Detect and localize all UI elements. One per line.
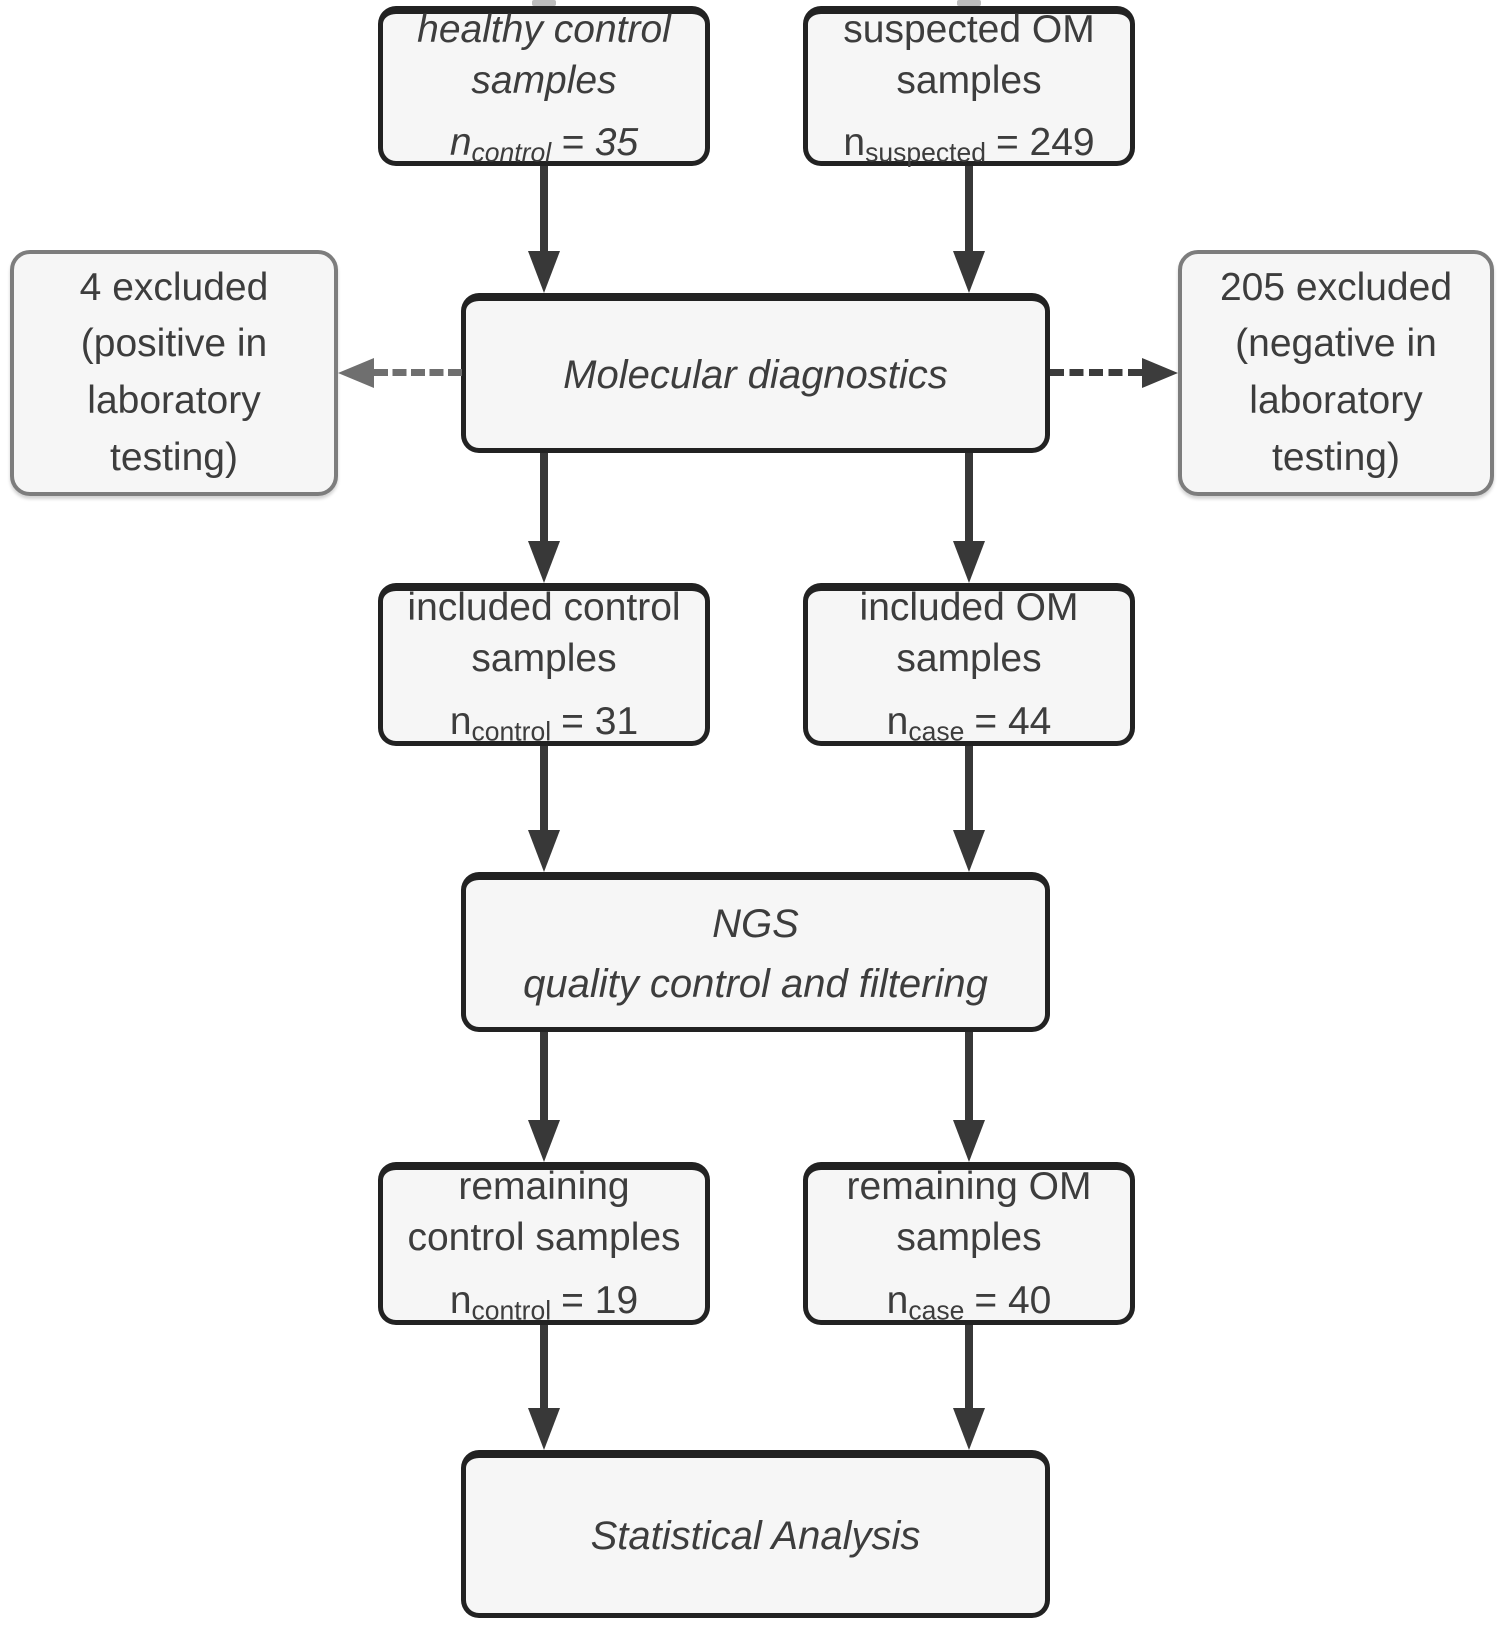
sample-count: ncontrol= 19: [449, 1278, 639, 1326]
node-text-line: NGS: [712, 901, 799, 946]
node-text-line: remaining: [458, 1165, 630, 1209]
node-statistical-analysis: Statistical Analysis: [461, 1450, 1050, 1618]
node-text-line: testing): [110, 435, 238, 479]
arrow-head-down: [528, 830, 560, 872]
arrow-line: [965, 453, 973, 547]
node-text-line: included OM: [859, 586, 1079, 630]
node-text-line: samples: [471, 637, 617, 681]
node-text-line: (negative in: [1235, 322, 1437, 366]
node-text-line: quality control and filtering: [523, 961, 988, 1006]
sample-count: ncase= 44: [886, 699, 1052, 747]
node-text-line: samples: [896, 1216, 1042, 1260]
arrow-head-down: [953, 1408, 985, 1450]
node-text-line: laboratory: [87, 379, 261, 422]
sample-count: ncase= 40: [886, 1278, 1052, 1326]
node-suspected-om-samples: suspected OM samples nsuspected= 249: [803, 6, 1135, 168]
arrow-line: [540, 453, 548, 547]
node-text-line: healthy control: [417, 7, 671, 51]
node-ngs-quality-control: NGS quality control and filtering: [461, 872, 1050, 1032]
node-text-line: laboratory: [1249, 379, 1423, 422]
arrow-head-down: [528, 1408, 560, 1450]
node-text-line: testing): [1272, 435, 1400, 479]
arrow-head-down: [953, 1120, 985, 1162]
node-molecular-diagnostics: Molecular diagnostics: [461, 293, 1050, 453]
node-text-line: suspected OM: [843, 7, 1095, 51]
arrow-line: [540, 1325, 548, 1414]
dashed-arrow-head-right: [1142, 358, 1178, 388]
arrow-head-down: [528, 541, 560, 583]
sample-count: ncontrol= 31: [449, 699, 639, 747]
node-healthy-control-samples: healthy control samples ncontrol= 35: [378, 6, 710, 168]
node-text-line: control samples: [407, 1216, 681, 1260]
node-text-line: (positive in: [80, 322, 268, 366]
node-remaining-control-samples: remaining control samples ncontrol= 19: [378, 1162, 710, 1325]
node-excluded-controls: 4 excluded (positive in laboratory testi…: [10, 250, 338, 496]
arrow-line: [540, 1032, 548, 1126]
dashed-arrow-head-left: [338, 358, 374, 388]
arrow-head-down: [953, 251, 985, 293]
node-text-line: 4 excluded: [79, 265, 269, 309]
node-text-line: remaining OM: [846, 1165, 1092, 1209]
arrow-line: [965, 1325, 973, 1414]
arrow-head-down: [953, 830, 985, 872]
node-text-line: samples: [896, 58, 1042, 102]
node-text-line: 205 excluded: [1219, 265, 1453, 309]
node-remaining-om-samples: remaining OM samples ncase= 40: [803, 1162, 1135, 1325]
node-excluded-om: 205 excluded (negative in laboratory tes…: [1178, 250, 1494, 496]
arrow-head-down: [528, 251, 560, 293]
dashed-arrow-line: [374, 369, 462, 376]
node-text-line: Statistical Analysis: [590, 1513, 921, 1558]
node-included-om-samples: included OM samples ncase= 44: [803, 583, 1135, 746]
node-text-line: Molecular diagnostics: [563, 352, 948, 397]
arrow-line: [965, 746, 973, 836]
node-text-line: included control: [407, 586, 681, 630]
arrow-head-down: [528, 1120, 560, 1162]
node-text-line: samples: [471, 58, 617, 102]
node-text-line: samples: [896, 637, 1042, 681]
top-stub-left: [532, 0, 556, 6]
arrow-line: [540, 166, 548, 257]
dashed-arrow-line: [1050, 369, 1142, 376]
arrow-line: [540, 746, 548, 836]
top-stub-right: [957, 0, 981, 6]
arrow-line: [965, 166, 973, 257]
node-included-control-samples: included control samples ncontrol= 31: [378, 583, 710, 746]
arrow-head-down: [953, 541, 985, 583]
sample-count: nsuspected= 249: [843, 121, 1095, 168]
arrow-line: [965, 1032, 973, 1126]
sample-count: ncontrol= 35: [449, 121, 639, 168]
